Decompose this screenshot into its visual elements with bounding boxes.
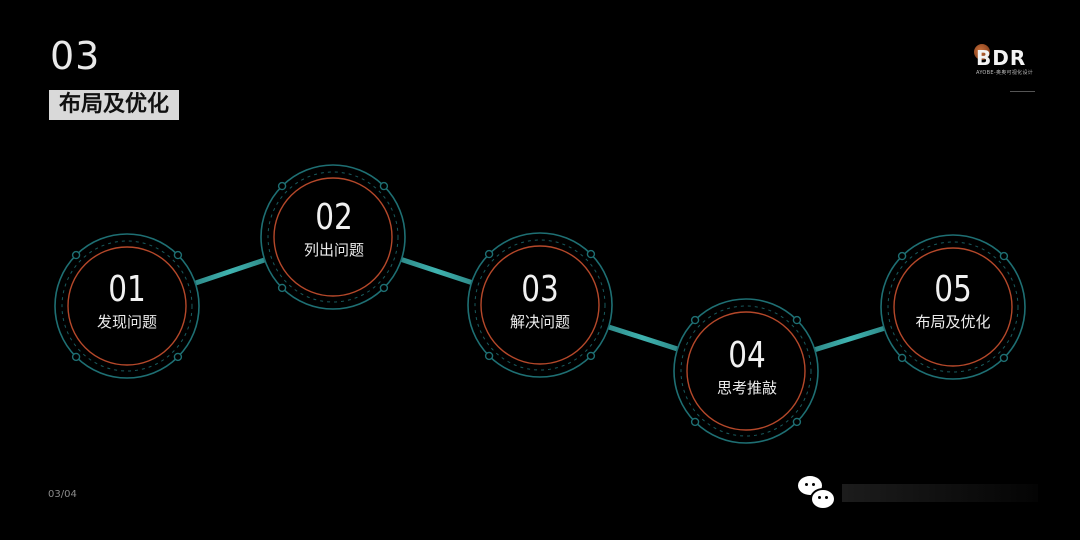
step-number: 04 [728, 335, 766, 376]
step-node-ring [673, 298, 819, 444]
ring-node-dot [173, 352, 183, 362]
step-3: 03 解决问题 [470, 270, 610, 332]
step-label: 发现问题 [96, 313, 157, 331]
step-2: 02 列出问题 [264, 198, 404, 260]
logo-divider [1010, 91, 1035, 92]
step-label: 列出问题 [303, 241, 364, 259]
ring-node-dot [792, 417, 802, 427]
step-number: 01 [108, 269, 146, 310]
section-title: 布局及优化 [49, 90, 180, 120]
ring-node-dot [484, 351, 494, 361]
brand-logo: BDR AYOBE-奥奥可视化设计 [968, 42, 1040, 92]
ring-node-dot [379, 283, 389, 293]
step-label: 思考推敲 [716, 379, 777, 397]
step-node-ring [880, 234, 1026, 380]
step-number: 03 [521, 269, 559, 310]
step-1: 01 发现问题 [57, 270, 197, 332]
ring-node-dot [792, 315, 802, 325]
logo-subtitle: AYOBE-奥奥可视化设计 [976, 70, 1034, 76]
ring-node-dot [586, 351, 596, 361]
wechat-icon [798, 476, 838, 510]
step-node-ring [54, 233, 200, 379]
step-4: 04 思考推敲 [677, 336, 817, 398]
page-indicator: 03/04 [48, 489, 77, 500]
ring-node-dot [379, 181, 389, 191]
step-5: 05 布局及优化 [883, 270, 1023, 332]
ring-node-dot [897, 251, 907, 261]
watermark-bar [842, 484, 1038, 502]
ring-node-dot [690, 315, 700, 325]
step-label: 解决问题 [509, 313, 570, 331]
step-node-ring [467, 232, 613, 378]
ring-node-dot [999, 353, 1009, 363]
step-node-ring [260, 164, 406, 310]
ring-node-dot [897, 353, 907, 363]
step-number: 02 [315, 197, 353, 238]
ring-node-dot [690, 417, 700, 427]
ring-node-dot [173, 250, 183, 260]
ring-node-dot [586, 249, 596, 259]
ring-node-dot [277, 283, 287, 293]
step-label: 布局及优化 [915, 313, 991, 331]
ring-node-dot [71, 250, 81, 260]
ring-node-dot [484, 249, 494, 259]
logo-mark-icon [974, 44, 990, 60]
step-number: 05 [934, 269, 972, 310]
ring-node-dot [277, 181, 287, 191]
ring-node-dot [999, 251, 1009, 261]
logo-text: BDR [976, 46, 1027, 70]
section-number: 03 [50, 34, 101, 78]
ring-node-dot [71, 352, 81, 362]
